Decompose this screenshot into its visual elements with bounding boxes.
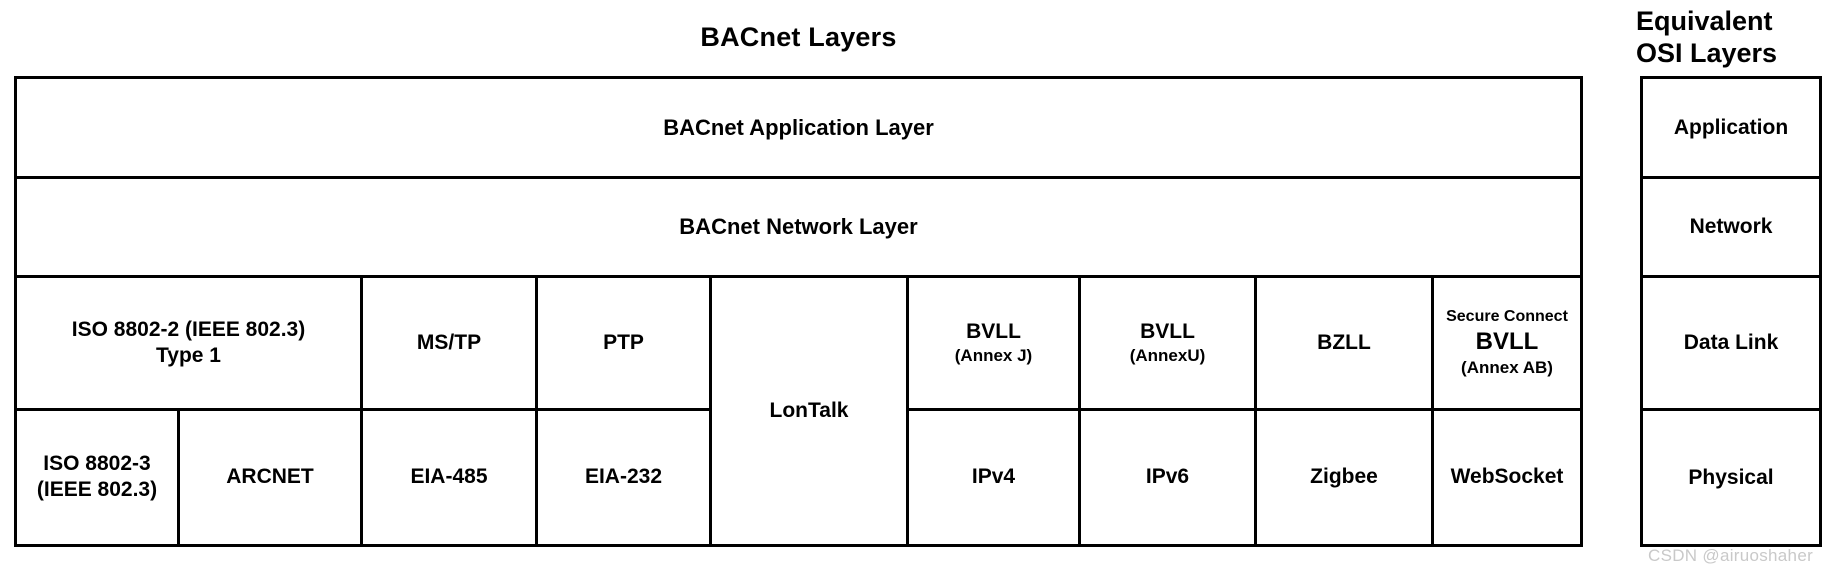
- bacnet-layers-table: BACnet Application Layer BACnet Network …: [14, 76, 1583, 547]
- bacnet-lower-layers-grid: ISO 8802-2 (IEEE 802.3) Type 1 MS/TP PTP…: [17, 278, 1580, 544]
- datalink-secure-connect-sublabel: (Annex AB): [1461, 357, 1553, 377]
- physical-websocket-label: WebSocket: [1450, 465, 1564, 489]
- datalink-iso-8802-2-type: Type 1: [156, 343, 221, 367]
- datalink-cell-iso-8802-2: ISO 8802-2 (IEEE 802.3) Type 1: [17, 278, 363, 411]
- physical-cell-ipv4: IPv4: [909, 411, 1081, 544]
- bacnet-network-layer-row: BACnet Network Layer: [17, 179, 1580, 278]
- datalink-bvll-annex-j-sublabel: (Annex J): [954, 345, 1033, 365]
- lontalk-label: LonTalk: [769, 398, 849, 422]
- datalink-secure-connect-toplabel: Secure Connect: [1446, 308, 1568, 326]
- osi-cell-application: Application: [1643, 79, 1819, 179]
- physical-cell-eia-232: EIA-232: [538, 411, 712, 544]
- physical-cell-iso-8802-3: ISO 8802-3 (IEEE 802.3): [17, 411, 180, 544]
- physical-cell-eia-485: EIA-485: [363, 411, 538, 544]
- datalink-secure-connect-bvll-label: BVLL: [1475, 328, 1539, 356]
- datalink-bvll-annex-j-label: BVLL: [966, 320, 1021, 344]
- osi-network-label: Network: [1689, 215, 1773, 238]
- physical-eia-485-label: EIA-485: [410, 465, 488, 489]
- bacnet-application-layer-label: BACnet Application Layer: [663, 114, 934, 140]
- bacnet-application-layer-row: BACnet Application Layer: [17, 79, 1580, 179]
- physical-iso-8802-3-sublabel: (IEEE 802.3): [36, 478, 158, 501]
- datalink-iso-8802-2-label: ISO 8802-2 (IEEE 802.3): [71, 317, 306, 341]
- bacnet-network-layer-label: BACnet Network Layer: [679, 214, 918, 239]
- physical-iso-8802-3-label: ISO 8802-3: [43, 452, 151, 476]
- datalink-bvll-annex-u-label: BVLL: [1140, 320, 1195, 344]
- osi-application-label: Application: [1673, 115, 1789, 139]
- physical-arcnet-label: ARCNET: [226, 465, 314, 489]
- datalink-bvll-annex-u-sublabel: (AnnexU): [1129, 345, 1206, 365]
- osi-cell-data-link: Data Link: [1643, 278, 1819, 411]
- osi-data-link-label: Data Link: [1683, 331, 1779, 354]
- osi-title-line-1: Equivalent: [1636, 6, 1773, 36]
- physical-cell-websocket: WebSocket: [1434, 411, 1580, 544]
- datalink-bzll-label: BZLL: [1317, 330, 1371, 354]
- equivalent-osi-layers-title: Equivalent OSI Layers: [1636, 6, 1828, 70]
- csdn-watermark: CSDN @airuoshaher: [1648, 546, 1814, 565]
- datalink-cell-bvll-annex-u: BVLL (AnnexU): [1081, 278, 1257, 411]
- physical-ipv6-label: IPv6: [1145, 465, 1190, 489]
- physical-cell-ipv6: IPv6: [1081, 411, 1257, 544]
- osi-cell-network: Network: [1643, 179, 1819, 278]
- osi-physical-label: Physical: [1688, 465, 1774, 489]
- bacnet-layers-title: BACnet Layers: [700, 22, 897, 52]
- datalink-cell-bvll-annex-j: BVLL (Annex J): [909, 278, 1081, 411]
- physical-zigbee-label: Zigbee: [1310, 465, 1378, 489]
- physical-ipv4-label: IPv4: [971, 465, 1016, 489]
- datalink-physical-cell-lontalk: LonTalk: [712, 278, 909, 544]
- equivalent-osi-layers-table: Application Network Data Link Physical: [1640, 76, 1822, 547]
- osi-cell-physical: Physical: [1643, 411, 1819, 544]
- datalink-cell-ptp: PTP: [538, 278, 712, 411]
- osi-title-line-2: OSI Layers: [1636, 37, 1778, 68]
- physical-eia-232-label: EIA-232: [584, 465, 663, 489]
- datalink-ptp-label: PTP: [603, 330, 644, 354]
- physical-cell-zigbee: Zigbee: [1257, 411, 1434, 544]
- datalink-cell-secure-connect-bvll: Secure Connect BVLL (Annex AB): [1434, 278, 1580, 411]
- physical-cell-arcnet: ARCNET: [180, 411, 363, 544]
- datalink-ms-tp-label: MS/TP: [416, 330, 482, 354]
- datalink-cell-bzll: BZLL: [1257, 278, 1434, 411]
- datalink-cell-ms-tp: MS/TP: [363, 278, 538, 411]
